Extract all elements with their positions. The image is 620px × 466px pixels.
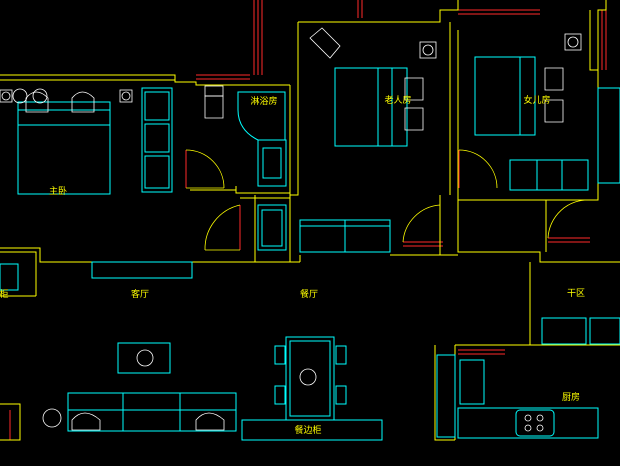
room-label-master-bedroom: 主卧 bbox=[49, 185, 67, 197]
room-label-dining-room: 餐厅 bbox=[300, 288, 318, 300]
room-label-elder-room: 老人房 bbox=[384, 94, 411, 106]
furniture bbox=[0, 56, 620, 441]
room-label-dining-cabinet: 餐边柜 bbox=[294, 424, 321, 436]
fixtures bbox=[0, 27, 582, 432]
window-lines bbox=[9, 0, 607, 440]
door-swings bbox=[185, 149, 591, 251]
room-label-bathroom: 淋浴房 bbox=[250, 95, 277, 107]
room-label-kitchen: 厨房 bbox=[562, 391, 580, 403]
room-label-left-cabinet: 柜 bbox=[0, 288, 9, 300]
room-label-utility-area: 干区 bbox=[567, 288, 585, 299]
room-label-living-room: 客厅 bbox=[131, 288, 149, 300]
room-label-daughter-room: 女儿房 bbox=[523, 94, 550, 106]
